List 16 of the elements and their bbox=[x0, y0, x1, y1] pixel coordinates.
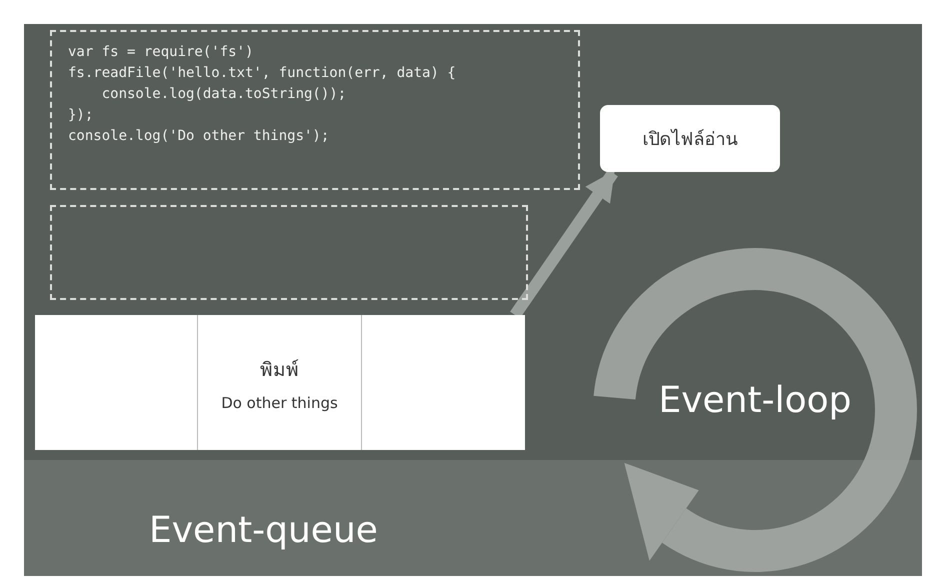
code-line: var fs = require('fs') bbox=[68, 43, 254, 62]
task-label: เปิดไฟล์อ่าน bbox=[642, 128, 738, 152]
cell-text: Do other things bbox=[221, 394, 338, 412]
queue-cell bbox=[35, 315, 197, 450]
code-line: fs.readFile('hello.txt', function(err, data) { bbox=[68, 64, 456, 83]
queue-cell bbox=[197, 315, 362, 450]
code-line: console.log(data.toString()); bbox=[100, 85, 346, 104]
code-line: }); bbox=[68, 106, 94, 125]
call-stack-box bbox=[50, 205, 528, 300]
code-box bbox=[50, 30, 580, 190]
loop-label: Event-loop bbox=[658, 380, 852, 420]
code-line: console.log('Do other things'); bbox=[68, 127, 330, 146]
cell-title: พิมพ์ bbox=[260, 358, 299, 382]
band-label: Event-queue bbox=[149, 510, 378, 551]
task-box bbox=[600, 105, 780, 172]
queue-cell bbox=[362, 315, 525, 450]
